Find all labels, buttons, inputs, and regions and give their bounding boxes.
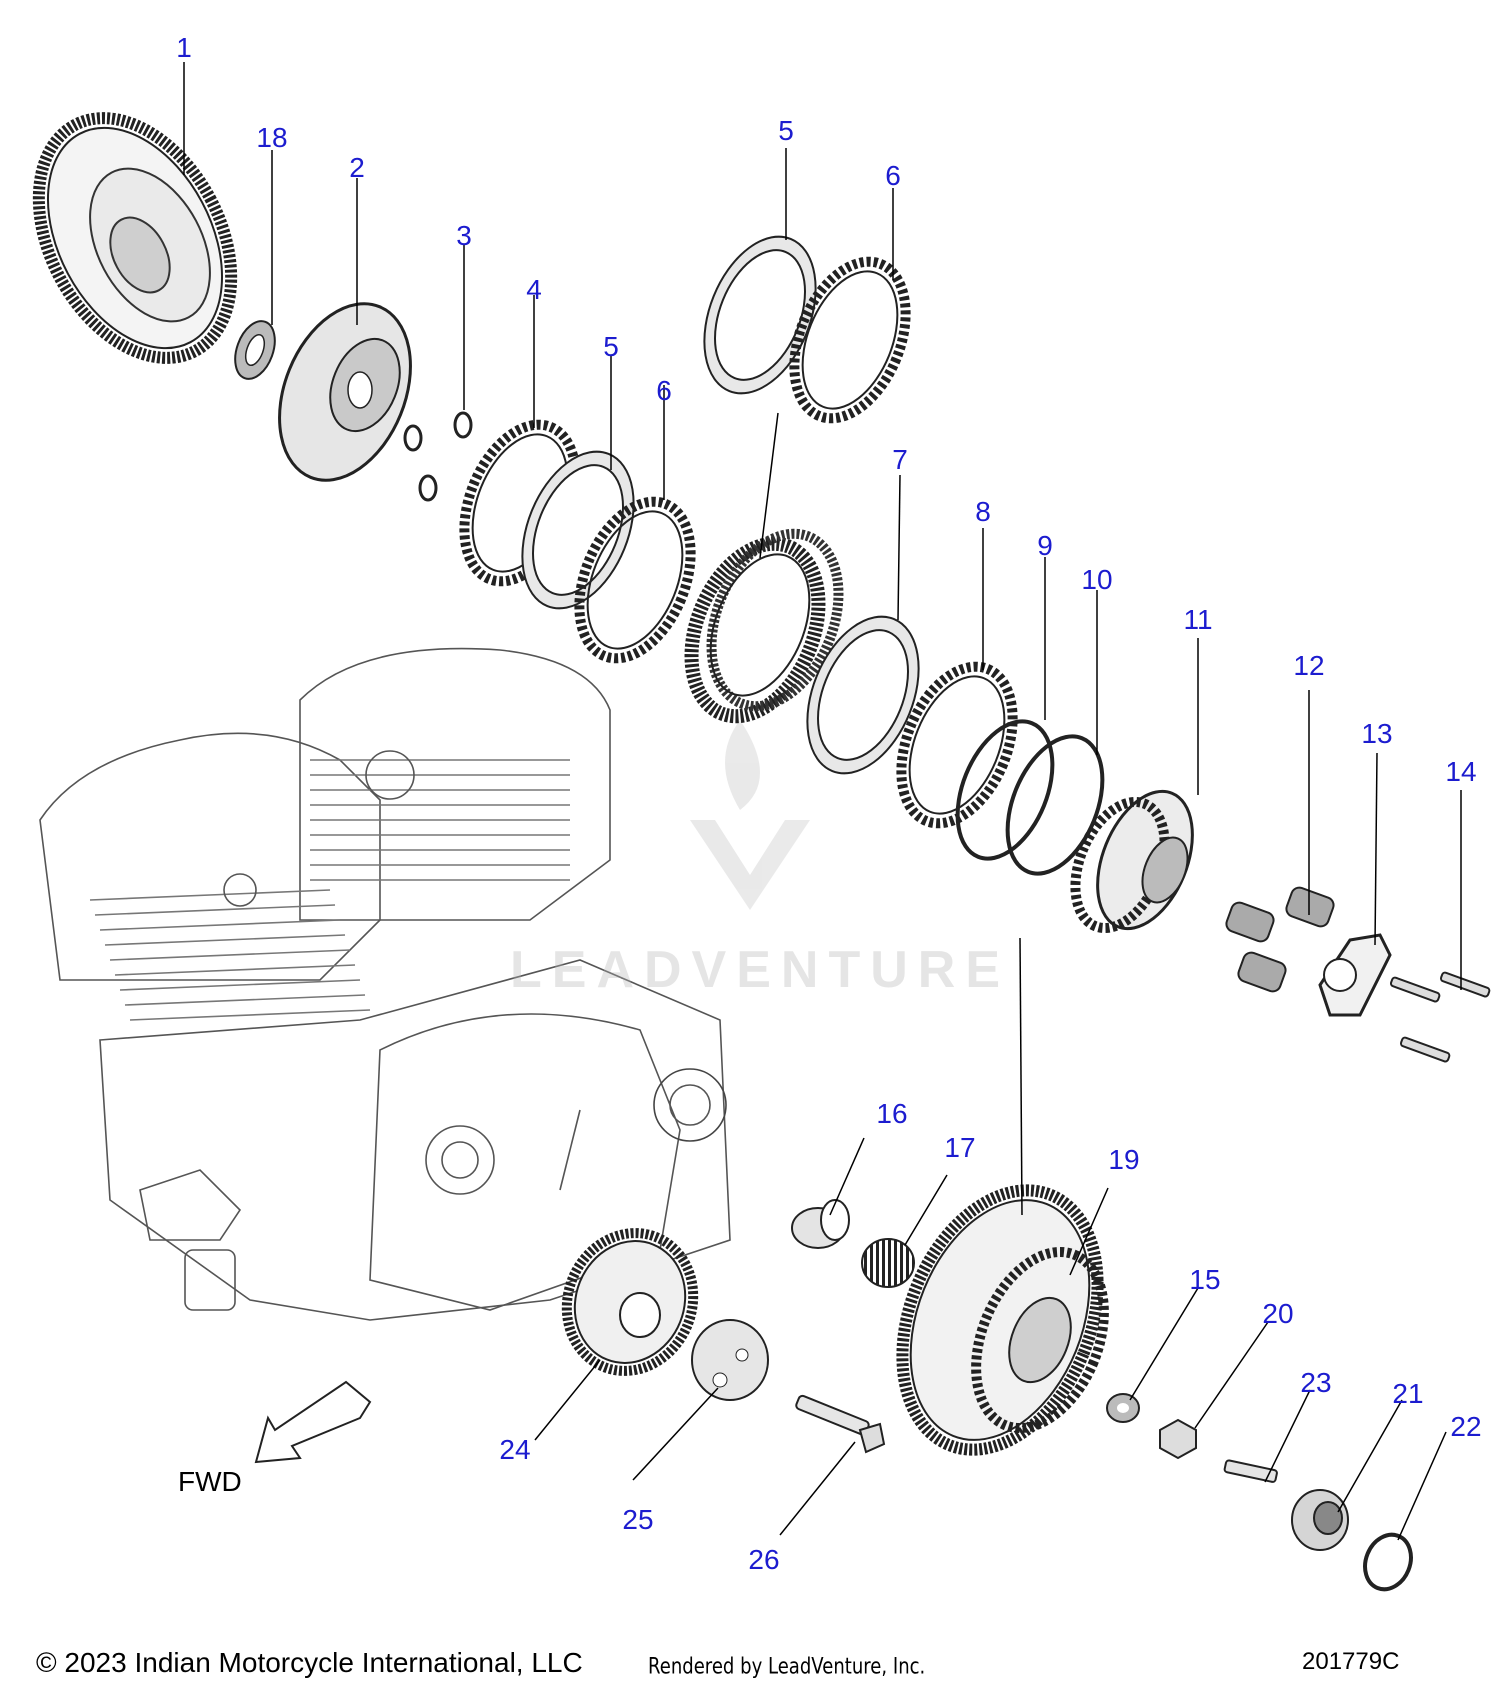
part-19-clutch-assembly xyxy=(896,1184,1109,1456)
callout-4[interactable]: 4 xyxy=(526,274,542,305)
part-3-snap-rings xyxy=(403,411,473,502)
callout-17[interactable]: 17 xyxy=(944,1132,976,1163)
callout-13[interactable]: 13 xyxy=(1361,718,1393,749)
part-12-springs xyxy=(1225,886,1335,993)
callout-10[interactable]: 10 xyxy=(1081,564,1113,595)
callout-26[interactable]: 26 xyxy=(748,1544,780,1575)
part-26-bolt xyxy=(795,1394,886,1454)
part-21-bearing xyxy=(1291,1489,1349,1551)
callout-1[interactable]: 1 xyxy=(176,32,192,63)
copyright-text: © 2023 Indian Motorcycle International, … xyxy=(36,1647,583,1678)
leader-lines xyxy=(183,62,1462,1541)
callout-6-upper[interactable]: 6 xyxy=(885,160,901,191)
forward-arrow-icon xyxy=(254,1380,372,1464)
part-17-needle-bearing xyxy=(861,1238,915,1288)
part-6-friction-plate-a xyxy=(574,496,696,664)
part-8-friction-plate xyxy=(896,661,1018,829)
part-25-spacer xyxy=(691,1319,769,1401)
part-11-clutch-hub xyxy=(1070,789,1194,934)
part-2-pressure-plate xyxy=(278,302,412,482)
watermark-text: LEADVENTURE xyxy=(510,941,1011,999)
part-18-washer xyxy=(234,320,276,380)
callout-2[interactable]: 2 xyxy=(349,152,365,183)
callout-6-lower[interactable]: 6 xyxy=(656,375,672,406)
callout-3[interactable]: 3 xyxy=(456,220,472,251)
part-15-washer xyxy=(1106,1393,1140,1423)
callout-25[interactable]: 25 xyxy=(622,1504,654,1535)
part-9-ring xyxy=(955,719,1055,861)
callout-5-upper[interactable]: 5 xyxy=(778,115,794,146)
part-10-ring xyxy=(1005,734,1105,876)
part-22-retaining-ring xyxy=(1363,1532,1413,1592)
watermark-logo xyxy=(690,720,810,910)
callout-19[interactable]: 19 xyxy=(1108,1144,1140,1175)
clutch-plate-stack xyxy=(684,528,844,724)
rendered-by-text: Rendered by LeadVenture, Inc. xyxy=(648,1654,926,1680)
callout-21[interactable]: 21 xyxy=(1392,1378,1424,1409)
callout-14[interactable]: 14 xyxy=(1445,756,1477,787)
fwd-direction-label: FWD xyxy=(178,1466,242,1497)
callout-15[interactable]: 15 xyxy=(1189,1264,1221,1295)
part-23-bolt xyxy=(1223,1459,1278,1483)
callout-16[interactable]: 16 xyxy=(876,1098,908,1129)
callout-24[interactable]: 24 xyxy=(499,1434,531,1465)
part-20-nut xyxy=(1159,1418,1197,1460)
callout-23[interactable]: 23 xyxy=(1300,1367,1332,1398)
callout-9[interactable]: 9 xyxy=(1037,530,1053,561)
part-6-friction-plate-b xyxy=(789,256,911,424)
part-24-drive-gear xyxy=(561,1228,699,1376)
callout-12[interactable]: 12 xyxy=(1293,650,1325,681)
part-5-steel-plate-a xyxy=(521,450,635,610)
callout-8[interactable]: 8 xyxy=(975,496,991,527)
part-14-screws xyxy=(1389,971,1491,1063)
part-1-gear-basket xyxy=(32,112,238,364)
callout-5-lower[interactable]: 5 xyxy=(603,331,619,362)
callout-18[interactable]: 18 xyxy=(256,122,288,153)
part-7-steel-plate xyxy=(806,615,920,775)
part-16-sleeve xyxy=(791,1199,850,1249)
callout-22[interactable]: 22 xyxy=(1450,1411,1482,1442)
callout-7[interactable]: 7 xyxy=(892,444,908,475)
part-13-spring-plate xyxy=(1318,933,1392,1017)
callout-20[interactable]: 20 xyxy=(1262,1298,1294,1329)
part-5-steel-plate-b xyxy=(703,235,817,395)
drawing-id: 201779C xyxy=(1302,1648,1400,1675)
callout-11[interactable]: 11 xyxy=(1183,604,1213,635)
